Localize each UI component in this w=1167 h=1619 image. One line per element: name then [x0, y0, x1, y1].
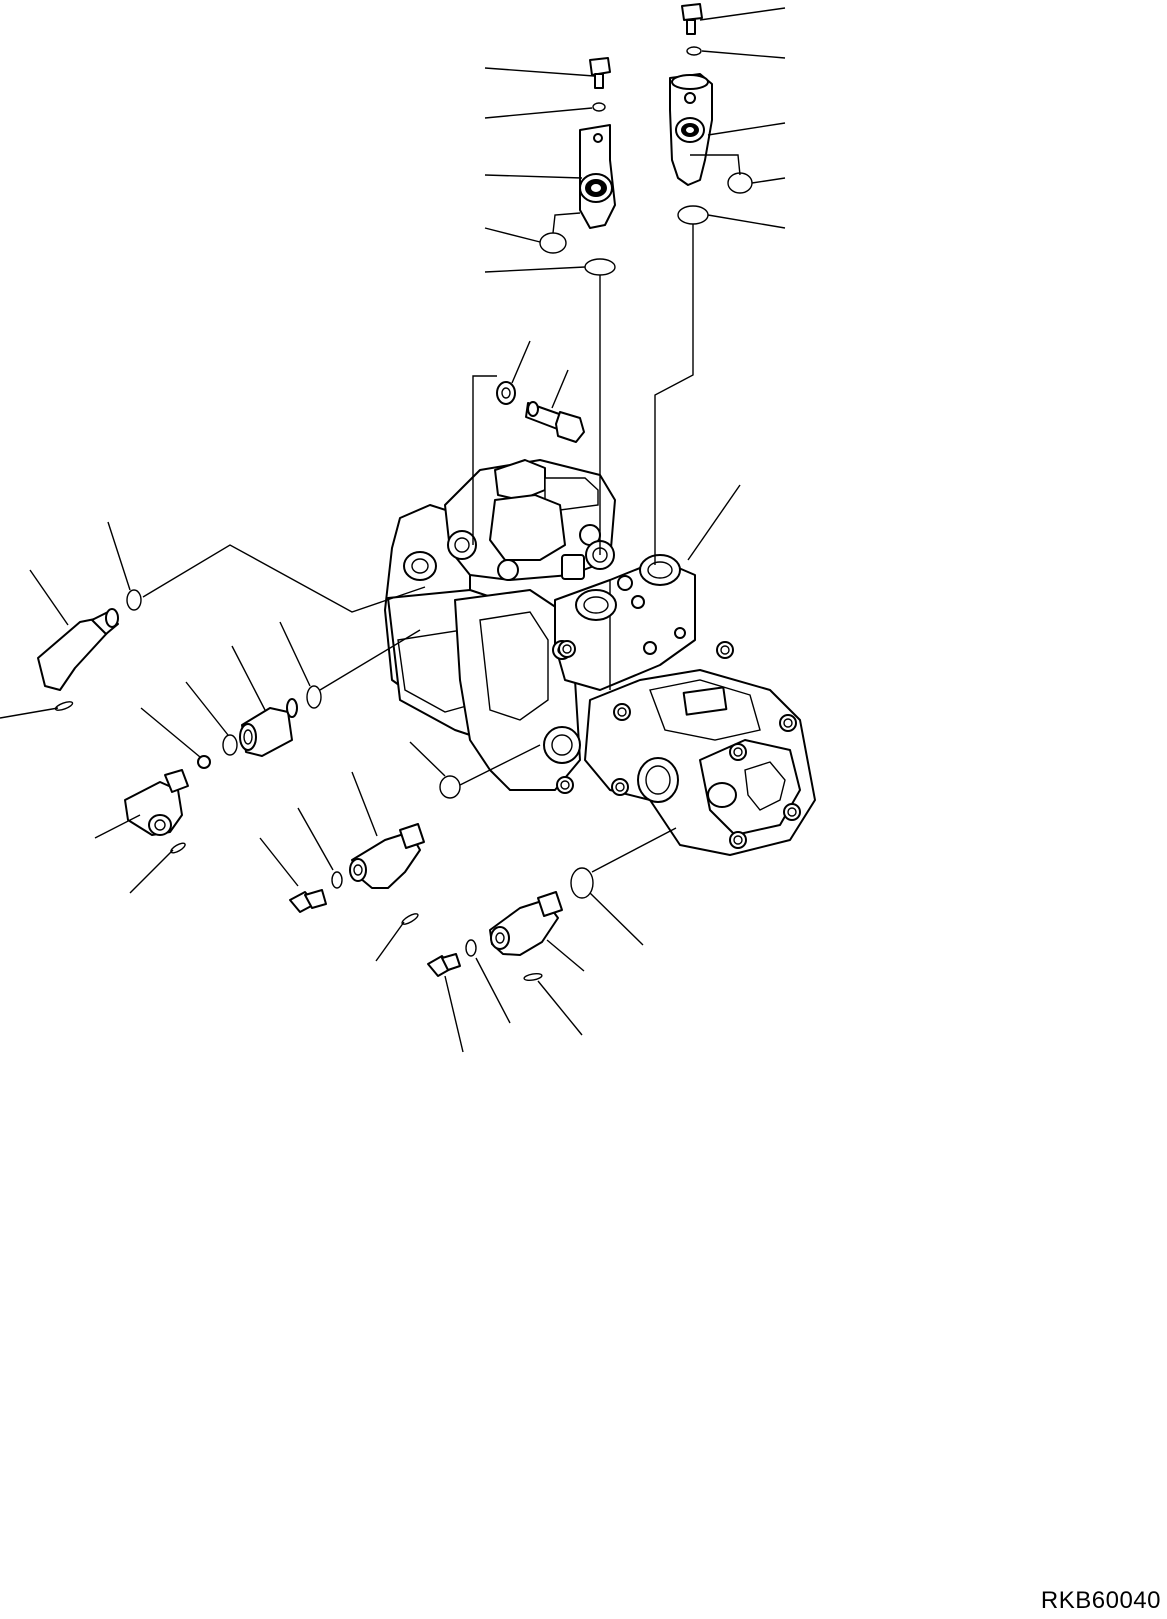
bottom-elbow-fitting-1: [350, 824, 424, 888]
bottom-o-ring-1: [332, 872, 342, 888]
leader-lines: [0, 8, 785, 1052]
upper-left-plug-bolt: [590, 58, 610, 88]
bottom-elbow-fitting-2: [490, 892, 562, 955]
bottom-plug-bolt-1: [290, 890, 326, 912]
bottom-plug-bolt-2: [428, 954, 460, 976]
upper-left-o-ring-small: [593, 103, 605, 111]
bottom-o-ring-large-1: [440, 776, 460, 798]
upper-right-plug-bolt: [682, 4, 702, 34]
main-pump-assembly: [385, 460, 815, 855]
upper-right-elbow-fitting: [670, 74, 712, 185]
upper-right-o-ring-medium: [728, 173, 752, 193]
left-adapter-fitting: [240, 699, 297, 756]
housing-bolts: [557, 641, 800, 848]
left-seal-flat-2: [170, 841, 187, 854]
upper-right-o-ring-large: [678, 206, 708, 224]
left-o-ring-3: [223, 735, 237, 755]
figure-code-label: RKB60040: [1040, 1587, 1161, 1614]
bottom-seal-flat-2: [524, 972, 543, 981]
left-small-plug: [198, 756, 210, 768]
mounting-bolt: [526, 402, 584, 442]
upper-left-elbow-fitting: [580, 125, 615, 228]
bottom-o-ring-large-2: [571, 868, 593, 898]
upper-right-o-ring-small: [687, 47, 701, 55]
left-elbow-fitting-2: [125, 770, 188, 835]
upper-left-o-ring-medium: [540, 233, 566, 253]
bottom-seal-flat-1: [401, 912, 420, 926]
left-seal-flat: [55, 700, 74, 712]
left-o-ring-2: [307, 686, 321, 708]
bottom-o-ring-2: [466, 940, 476, 956]
left-o-ring-1: [127, 590, 141, 610]
upper-left-o-ring-large: [585, 259, 615, 275]
left-elbow-pipe: [38, 609, 118, 690]
